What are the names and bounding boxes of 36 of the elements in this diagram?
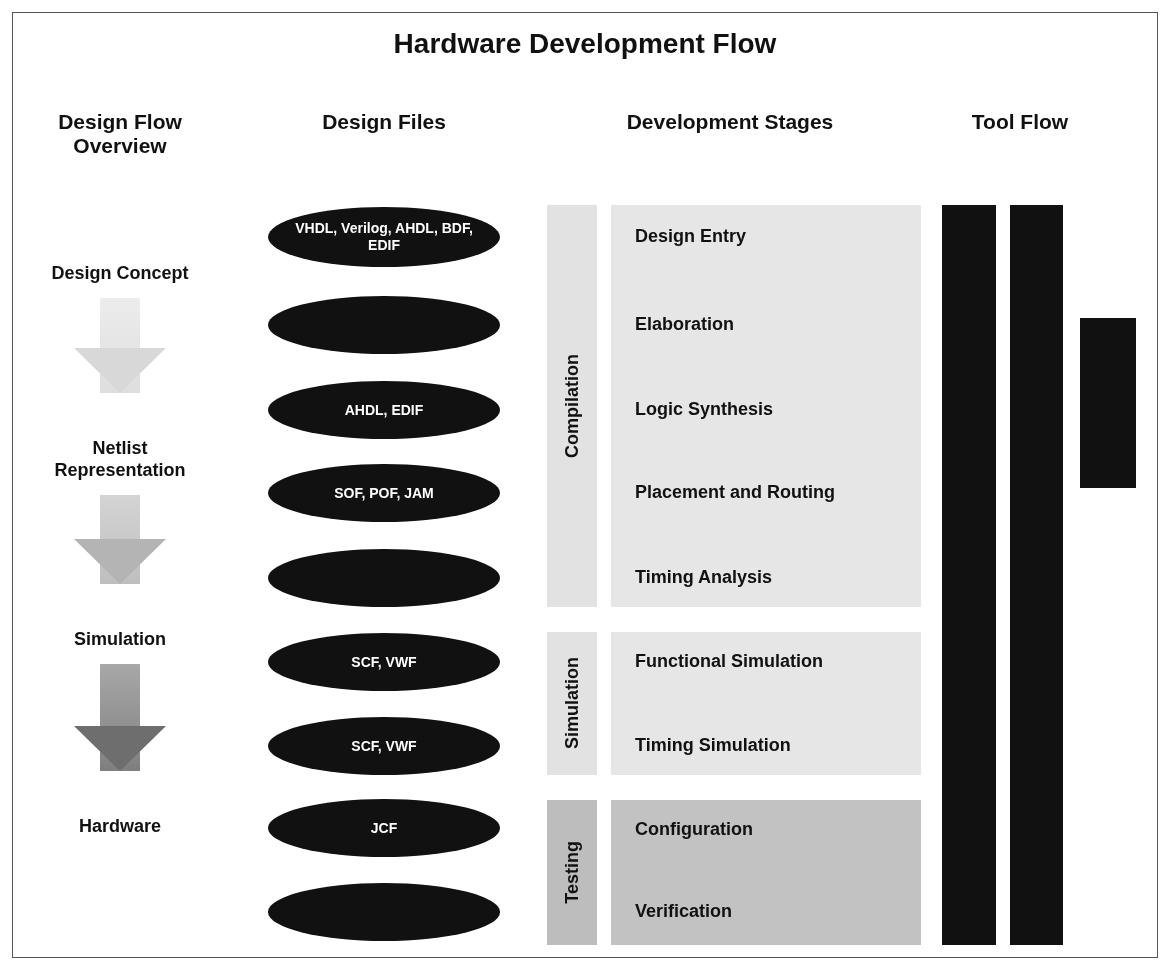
- block-arrow: [74, 664, 166, 771]
- stage-panel: [611, 205, 921, 607]
- stage-label: Elaboration: [635, 314, 734, 335]
- phase-bar: Testing: [547, 800, 597, 945]
- flow-step-label: Netlist Representation: [40, 437, 200, 485]
- file-ellipse: AHDL, EDIF: [268, 381, 500, 439]
- stage-label: Placement and Routing: [635, 482, 836, 503]
- tool-bar: [942, 205, 996, 945]
- stage-panel: [611, 632, 921, 775]
- flow-step-label: Hardware: [20, 815, 220, 841]
- stage-label: Configuration: [635, 819, 753, 840]
- phase-bar: Compilation: [547, 205, 597, 607]
- stage-label: Verification: [635, 901, 733, 922]
- stage-label: Logic Synthesis: [635, 399, 774, 420]
- stage-label: Timing Analysis: [635, 567, 773, 588]
- column-heading: Tool Flow: [970, 110, 1070, 134]
- file-ellipse: SOF, POF, JAM: [268, 464, 500, 522]
- file-ellipse: JCF: [268, 799, 500, 857]
- file-ellipse: SCF, VWF: [268, 717, 500, 775]
- stage-label: Functional Simulation: [635, 651, 823, 672]
- file-ellipse: VHDL, Verilog, AHDL, BDF, EDIF: [268, 207, 500, 267]
- flow-step-label: Simulation: [20, 628, 220, 654]
- column-heading: Design Files: [321, 110, 447, 134]
- tool-bar: [1010, 205, 1063, 945]
- block-arrow: [74, 495, 166, 584]
- stage-label: Design Entry: [635, 226, 747, 247]
- tool-bar: [1080, 318, 1136, 488]
- file-ellipse: SCF, VWF: [268, 633, 500, 691]
- stage-label: Timing Simulation: [635, 735, 791, 756]
- column-heading: Development Stages: [625, 110, 835, 134]
- stage-panel: [611, 800, 921, 945]
- block-arrow: [74, 298, 166, 393]
- column-heading: Design Flow Overview: [57, 110, 183, 158]
- phase-bar: Simulation: [547, 632, 597, 775]
- flow-step-label: Design Concept: [20, 262, 220, 288]
- diagram-title: Hardware Development Flow: [392, 28, 778, 60]
